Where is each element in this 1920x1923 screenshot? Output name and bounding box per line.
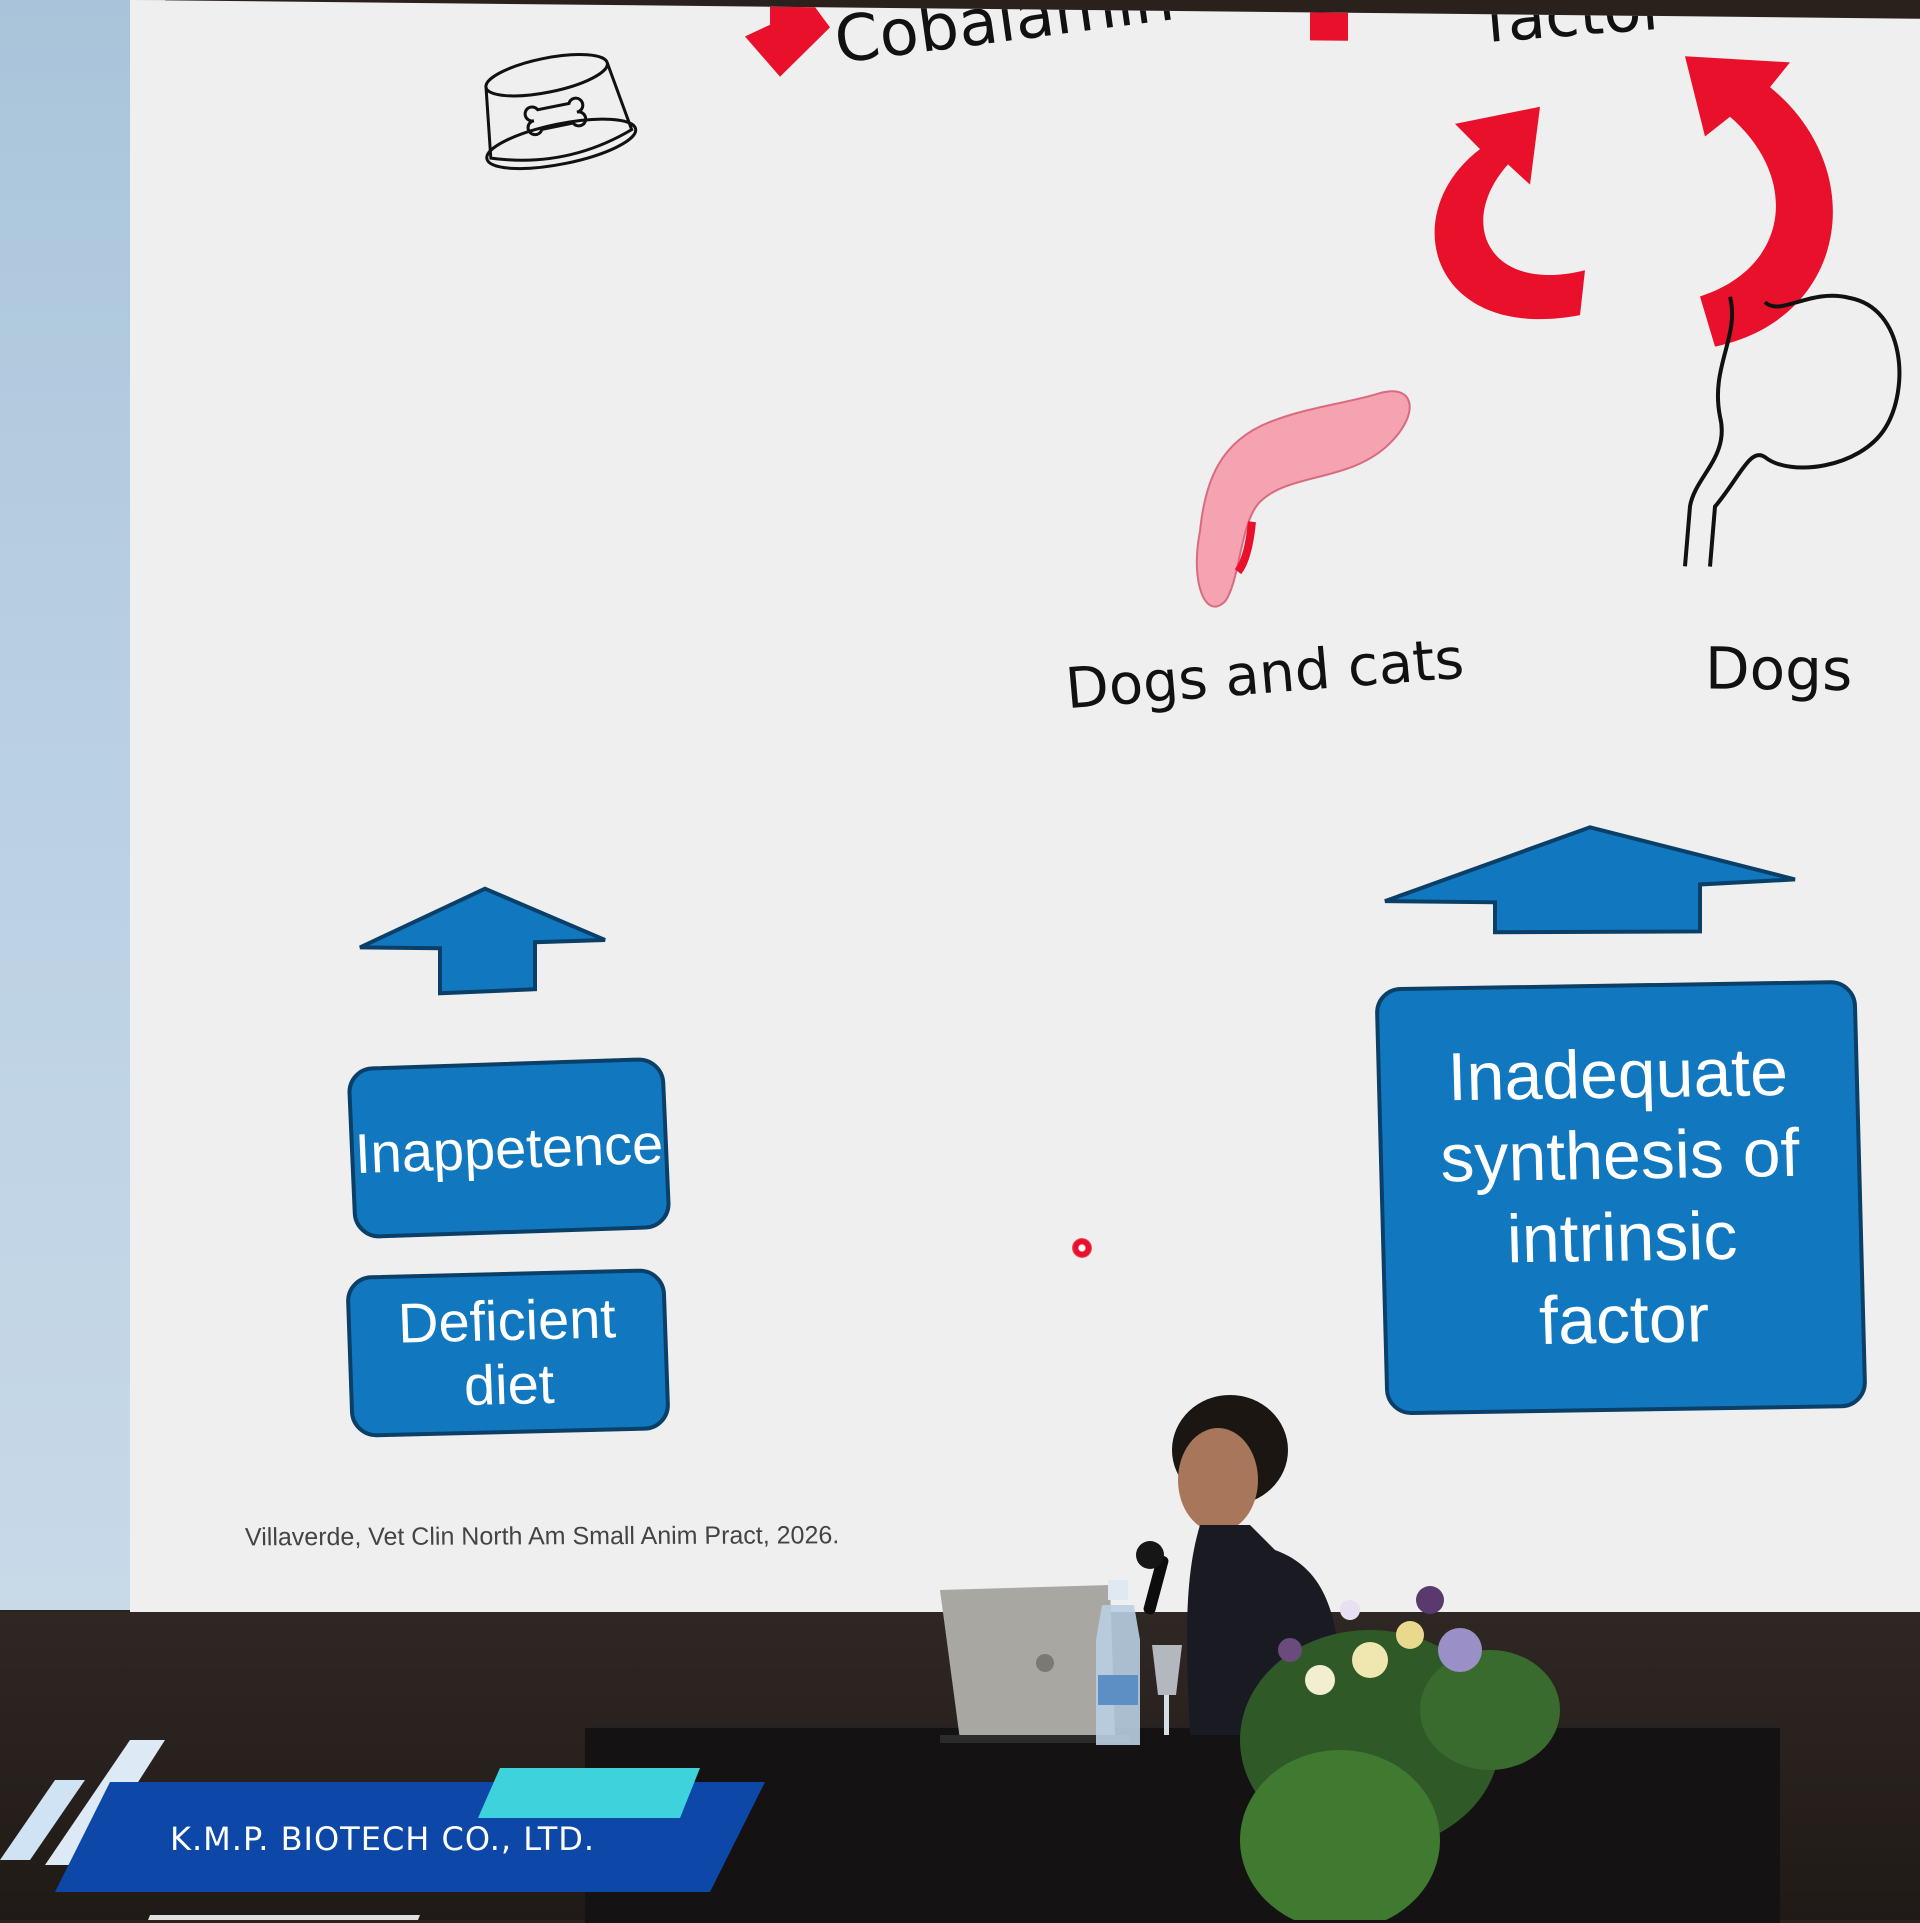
dog-bowl-icon [484,53,638,171]
caption-dogs: Dogs [1705,634,1853,705]
speaker-figure [1136,1395,1341,1735]
presentation-table [585,1725,1780,1923]
red-arrows [745,6,1833,347]
stomach-icon [1683,293,1902,567]
up-arrow-right [1384,825,1796,935]
box-deficient-line2: diet [462,1351,556,1418]
banner-stripe-light [0,1780,85,1860]
laptop [940,1585,1130,1743]
box-deficient-diet: Deficient diet [345,1268,671,1438]
box-inappetence: Inappetence [346,1056,672,1240]
projected-slide: Cobalamin factor Dogs and cats Dogs Inap… [130,0,1920,1634]
pancreas-icon [1195,390,1411,608]
company-name: K.M.P. BIOTECH CO., LTD. [170,1820,596,1858]
box-intrinsic-line1: Inadequate [1446,1033,1789,1116]
water-bottle [1096,1580,1182,1745]
arrow-stub-center [1310,12,1348,41]
arrow-pancreas-curve [1434,106,1585,320]
box-intrinsic-line2: synthesis of [1439,1115,1801,1197]
citation: Villaverde, Vet Clin North Am Small Anim… [244,1521,840,1552]
company-banner [0,1740,765,1920]
flower-arrangement [1240,1586,1560,1920]
arrow-stomach-curve [1685,56,1833,347]
banner-cyan-accent [478,1768,700,1818]
caption-dogs-and-cats: Dogs and cats [1062,626,1467,723]
up-arrow-left [359,886,606,996]
box-intrinsic-line4: factor [1538,1279,1711,1359]
box-inappetence-label: Inappetence [353,1111,665,1185]
box-intrinsic-factor: Inadequate synthesis of intrinsic factor [1374,979,1868,1416]
box-deficient-line1: Deficient [396,1285,617,1355]
box-intrinsic-line3: intrinsic [1505,1197,1739,1278]
arrow-to-cobalamin [745,6,830,77]
laser-pointer-dot [1072,1237,1092,1259]
blue-up-arrows [359,825,1796,996]
